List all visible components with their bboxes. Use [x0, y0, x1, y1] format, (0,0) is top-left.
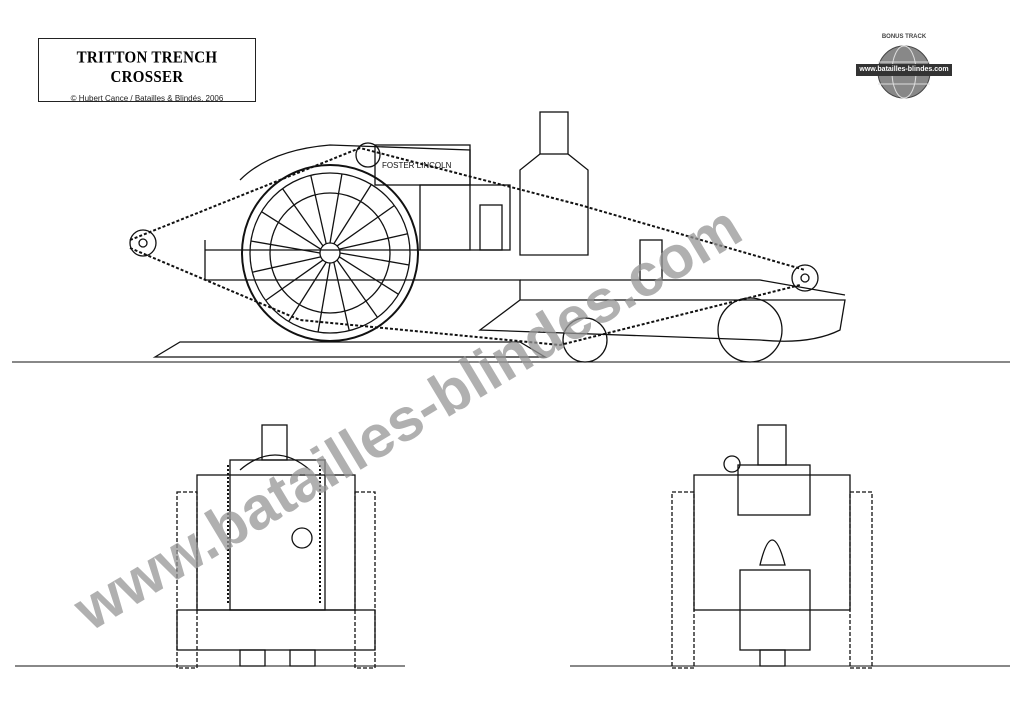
- engine-plate: FOSTER LINCOLN: [382, 161, 452, 170]
- wheel-spoke: [281, 188, 324, 247]
- wheel-spoke: [310, 175, 327, 244]
- wheel-spoke: [339, 233, 408, 250]
- site-logo: BONUS TRACK www.batailles-blindes.com: [856, 34, 952, 104]
- wheel-spoke: [336, 204, 395, 247]
- copyright-text: © Hubert Cance / Batailles & Blindés, 20…: [70, 94, 224, 103]
- wheel-spoke: [333, 184, 372, 245]
- wheel-spoke: [329, 173, 343, 244]
- logo-arc-text: BONUS TRACK: [881, 34, 927, 40]
- wheel-spoke: [261, 211, 322, 250]
- wheel-spoke: [338, 256, 399, 295]
- wheel-spoke: [252, 256, 321, 273]
- wheel-spoke: [265, 259, 324, 302]
- wheel-spoke: [250, 240, 321, 254]
- rear-view: [570, 424, 1010, 669]
- wheel-spoke: [333, 262, 350, 331]
- wheel-spoke: [336, 259, 379, 318]
- drawing-title: TRITTON TRENCH CROSSER: [76, 48, 218, 87]
- wheel-spoke: [339, 252, 410, 266]
- title-block: TRITTON TRENCH CROSSER © Hubert Cance / …: [38, 38, 256, 103]
- front-view: [15, 424, 405, 669]
- logo-band-text: www.batailles-blindes.com: [856, 64, 952, 76]
- wheel-spoke: [288, 261, 327, 322]
- side-view: FOSTER LINCOLN: [12, 111, 1010, 363]
- wheel-spoke: [317, 262, 331, 333]
